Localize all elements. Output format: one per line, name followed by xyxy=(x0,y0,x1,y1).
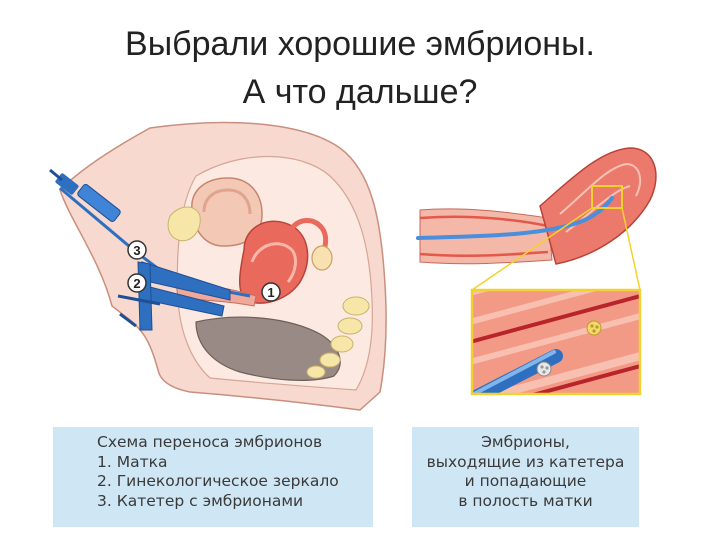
speculum-handle xyxy=(137,261,153,331)
uterine-wall-lower xyxy=(528,364,640,394)
caption-left-item-2: 2. Гинекологическое зеркало xyxy=(97,472,339,490)
marker-3-label: 3 xyxy=(133,243,140,258)
caption-left-item-3: 3. Катетер с эмбрионами xyxy=(97,491,304,510)
caption-left-title: Схема переноса эмбрионов xyxy=(97,433,323,451)
caption-transfer-scheme: Схема переноса эмбрионов 1. Матка 2. Гин… xyxy=(53,427,373,527)
pelvic-cross-section xyxy=(59,121,387,411)
caption-right-line-3: и попадающие xyxy=(464,472,587,490)
uterus-detail xyxy=(416,147,657,291)
marker-3: 3 xyxy=(127,240,147,260)
caption-right-line-2: выходящие из катетера xyxy=(426,452,625,471)
sacrum xyxy=(306,296,370,379)
caption-right-line-4: в полость матки xyxy=(458,491,593,510)
slide-title: Выбрали хорошие эмбрионы. А что дальше? xyxy=(0,20,720,116)
zoom-source-box xyxy=(591,185,623,209)
bladder-wall xyxy=(202,188,252,215)
speculum-and-catheter xyxy=(49,168,251,331)
caption-embryos-exit: Эмбрионы, выходящие из катетера и попада… xyxy=(412,427,639,527)
marker-1: 1 xyxy=(261,282,281,302)
ovary xyxy=(311,245,333,271)
embryo-2 xyxy=(536,361,552,377)
uterine-wall-upper xyxy=(472,294,640,344)
title-line-1: Выбрали хорошие эмбрионы. xyxy=(125,25,595,63)
embryo-1 xyxy=(586,320,602,336)
caption-left-item-1: 1. Матка xyxy=(97,452,168,471)
rectum xyxy=(195,316,341,381)
zoom-frame xyxy=(470,288,642,396)
marker-1-label: 1 xyxy=(267,285,274,300)
title-line-2: А что дальше? xyxy=(242,73,478,111)
marker-2: 2 xyxy=(127,273,147,293)
speculum-screw xyxy=(117,294,161,306)
caption-right-line-1: Эмбрионы, xyxy=(481,433,570,451)
marker-2-label: 2 xyxy=(133,276,140,291)
uterus-lining xyxy=(250,242,297,283)
syringe xyxy=(49,168,121,222)
pubic-bone xyxy=(167,206,201,242)
zoom-detail xyxy=(470,288,642,396)
